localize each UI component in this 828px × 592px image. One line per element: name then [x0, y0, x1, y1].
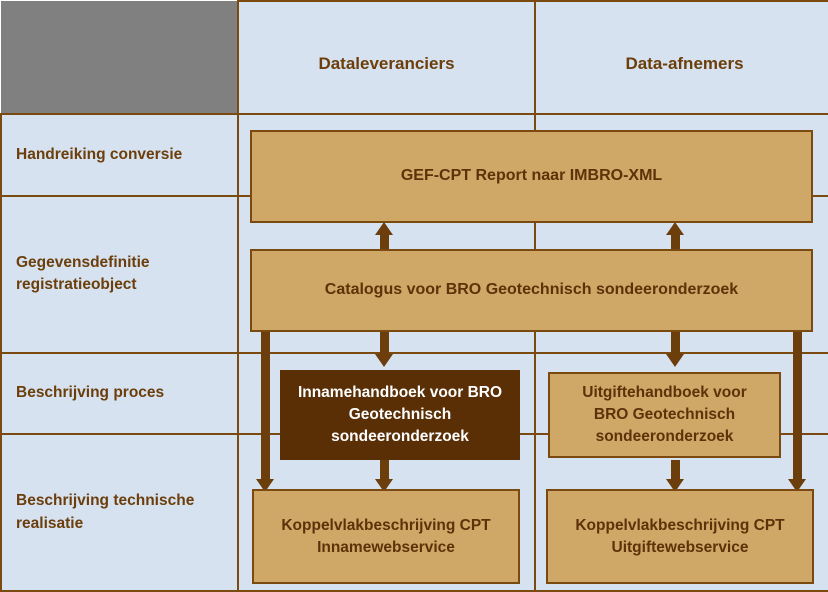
arrow-catalogus-to-koppelvlak-uitgifte-line [793, 331, 802, 483]
arrow-uitgiftehandboek-to-koppelvlak-line [671, 460, 680, 483]
column-header-dataleveranciers: Dataleveranciers [237, 0, 536, 116]
box-innamehandboek[interactable]: Innamehandboek voor BRO Geotechnisch son… [280, 370, 520, 460]
box-gef-cpt-report[interactable]: GEF-CPT Report naar IMBRO-XML [250, 130, 813, 223]
arrow-catalogus-to-innamehandboek-head [375, 354, 393, 367]
grid-row-handreiking-conversie: Handreiking conversie [0, 113, 828, 198]
arrow-innamehandboek-to-koppelvlak-line [380, 460, 389, 483]
arrow-catalogus-to-gefcpt-right-head [666, 222, 684, 235]
box-koppelvlak-inname[interactable]: Koppelvlakbeschrijving CPT Innamewebserv… [252, 489, 520, 584]
row-label-gegevensdefinitie-registratieobject: Gegevensdefinitie registratieobject [0, 195, 239, 354]
arrow-catalogus-to-koppelvlak-inname-line [261, 331, 270, 483]
arrow-uitgiftehandboek-to-koppelvlak-head [666, 479, 684, 492]
arrow-catalogus-to-uitgiftehandboek-head [666, 354, 684, 367]
arrow-catalogus-to-gefcpt-right-line [671, 233, 680, 257]
arrow-catalogus-to-gefcpt-left-line [380, 233, 389, 257]
arrow-catalogus-to-uitgiftehandboek-line [671, 331, 680, 356]
arrow-innamehandboek-to-koppelvlak-head [375, 479, 393, 492]
box-uitgiftehandboek[interactable]: Uitgiftehandboek voor BRO Geotechnisch s… [548, 372, 781, 458]
row-label-beschrijving-proces: Beschrijving proces [0, 351, 239, 436]
arrow-catalogus-to-innamehandboek-line [380, 331, 389, 356]
row-label-beschrijving-technische-realisatie: Beschrijving technische realisatie [0, 433, 239, 592]
grid-corner-cell [1, 1, 239, 116]
arrow-catalogus-to-koppelvlak-inname-head [256, 479, 274, 492]
box-catalogus[interactable]: Catalogus voor BRO Geotechnisch sondeero… [250, 249, 813, 332]
column-header-label: Dataleveranciers [318, 53, 455, 73]
box-koppelvlak-uitgifte[interactable]: Koppelvlakbeschrijving CPT Uitgiftewebse… [546, 489, 814, 584]
arrow-catalogus-to-gefcpt-left-head [375, 222, 393, 235]
arrow-catalogus-to-koppelvlak-uitgifte-head [788, 479, 806, 492]
column-header-data-afnemers: Data-afnemers [534, 0, 828, 116]
grid-header-row: Dataleveranciers Data-afnemers [1, 0, 828, 116]
row-label-handreiking-conversie: Handreiking conversie [0, 113, 239, 198]
column-header-label: Data-afnemers [625, 53, 744, 73]
